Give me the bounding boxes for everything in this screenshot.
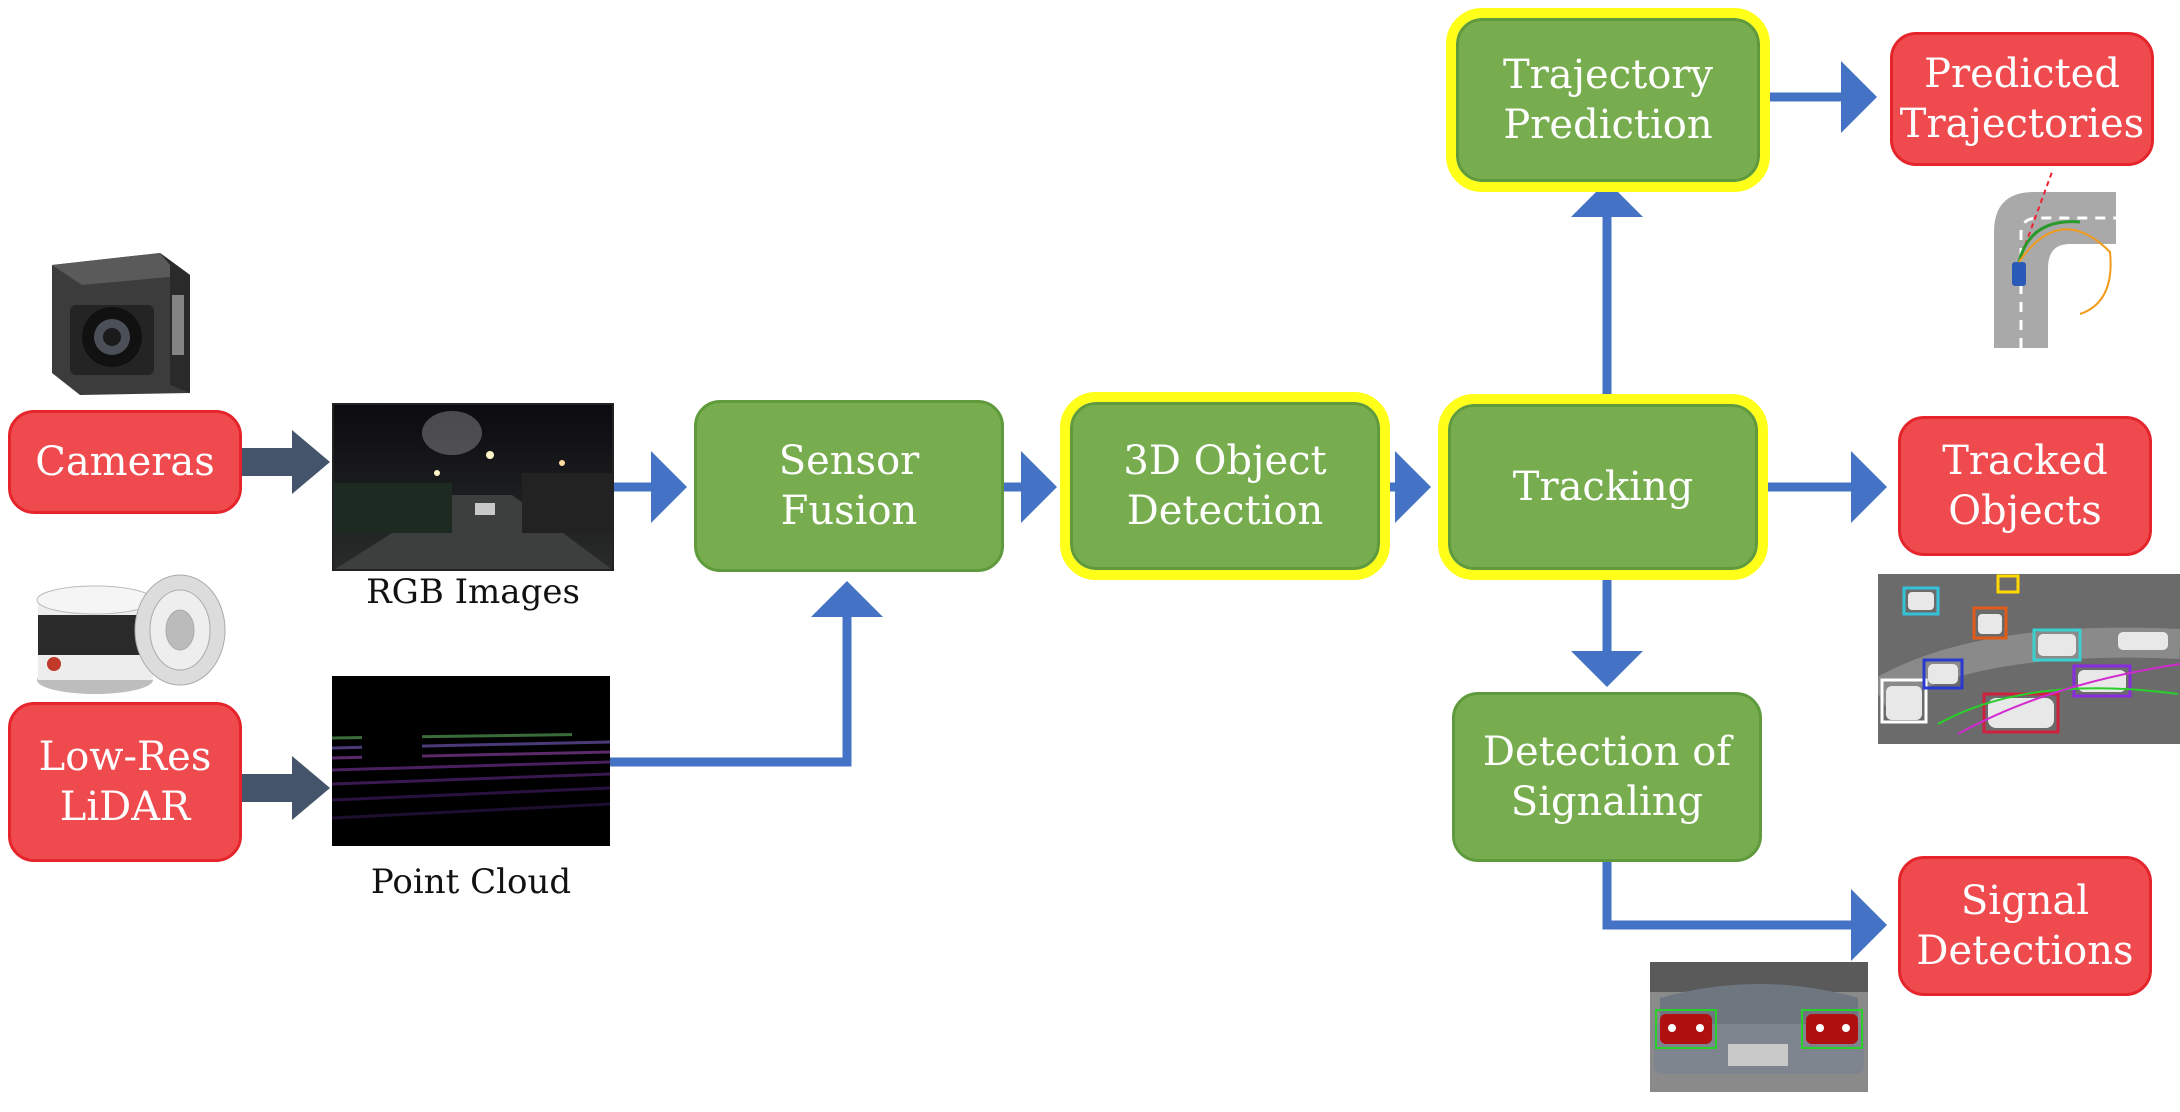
arrow-pointcloud-to-fusion [610, 581, 883, 767]
tracking-label: Tracking [1512, 464, 1694, 510]
signal-detection-thumbnail [1650, 962, 1868, 1092]
cameras-label: Cameras [35, 439, 215, 485]
signaling-label: Detection of Signaling [1482, 729, 1732, 825]
tracked-objects-thumbnail [1878, 574, 2180, 744]
arrow-cameras-to-rgb [242, 430, 330, 494]
object-detection-label: 3D Object Detection [1123, 438, 1327, 534]
tracking-node: Tracking [1438, 394, 1768, 580]
lidar-device-icon [36, 574, 226, 694]
rgb-images-caption: RGB Images [366, 572, 580, 612]
lidar-node: Low-Res LiDAR [8, 702, 242, 862]
tracked-objects-node: Tracked Objects [1898, 416, 2152, 556]
arrow-lidar-to-pointcloud [242, 756, 330, 820]
sensor-fusion-node: Sensor Fusion [694, 400, 1004, 572]
camera-device-icon [52, 253, 190, 395]
sensor-fusion-label: Sensor Fusion [778, 438, 920, 534]
point-cloud-caption: Point Cloud [370, 862, 572, 902]
tracked-objects-label: Tracked Objects [1942, 438, 2108, 534]
arrow-signaling-to-output [1602, 862, 1887, 961]
rgb-image-thumbnail [332, 403, 614, 571]
predicted-trajectories-label: Predicted Trajectories [1899, 51, 2145, 147]
object-detection-node: 3D Object Detection [1060, 392, 1390, 580]
trajectory-prediction-node: Trajectory Prediction [1446, 8, 1770, 192]
trajectory-road-illustration [1994, 172, 2116, 348]
signal-detections-label: Signal Detections [1916, 878, 2134, 974]
signaling-node: Detection of Signaling [1452, 692, 1762, 862]
lidar-label: Low-Res LiDAR [38, 734, 212, 830]
point-cloud-thumbnail [332, 676, 610, 846]
signal-detections-node: Signal Detections [1898, 856, 2152, 996]
trajectory-prediction-label: Trajectory Prediction [1503, 52, 1713, 148]
predicted-trajectories-node: Predicted Trajectories [1890, 32, 2154, 166]
cameras-node: Cameras [8, 410, 242, 514]
